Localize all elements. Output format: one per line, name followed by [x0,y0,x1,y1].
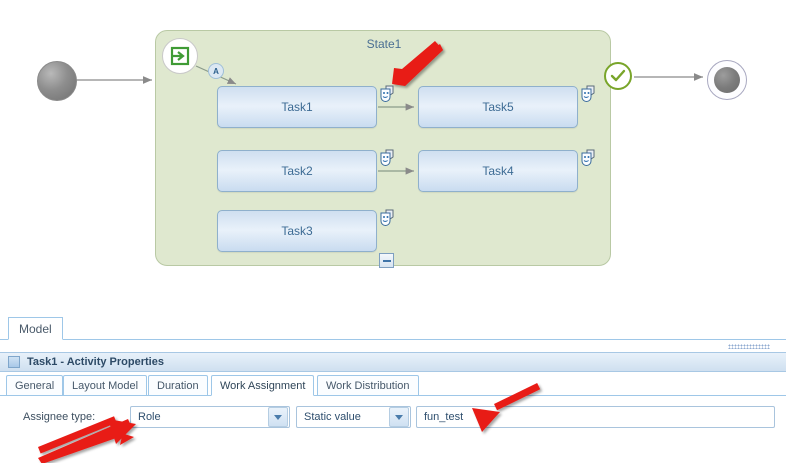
task-node-task1[interactable]: Task1 [217,86,377,128]
collapse-minus-button[interactable] [379,253,394,268]
model-tab-bar: Model [0,316,786,340]
task-label: Task3 [281,224,313,238]
assignee-type-dropdown[interactable]: Role [130,406,290,428]
properties-tab-strip: General Layout Model Duration Work Assig… [0,374,786,396]
work-assignment-form-row: Assignee type: Role Static value fun_tes… [0,406,786,430]
tab-work-distribution[interactable]: Work Distribution [317,375,419,396]
end-node[interactable] [707,60,747,100]
tab-duration[interactable]: Duration [148,375,208,396]
tab-general[interactable]: General [6,375,64,396]
page-title: Task1 - Activity Properties [27,356,164,368]
properties-panel: Model Task1 - Activity Properties Genera… [0,296,786,463]
tab-model[interactable]: Model [8,317,63,340]
assignee-value-input[interactable]: fun_test [416,406,775,428]
theater-masks-icon[interactable] [580,148,598,166]
tab-work-assignment[interactable]: Work Assignment [211,375,315,396]
end-node-inner [714,67,740,93]
process-diagram-canvas[interactable]: State1 A Task1 Task5 Task2 Task4 Task3 [0,0,786,296]
theater-masks-icon[interactable] [379,84,397,102]
task-node-task2[interactable]: Task2 [217,150,377,192]
theater-masks-icon[interactable] [580,84,598,102]
tab-layout-model[interactable]: Layout Model [63,375,148,396]
assignee-value-text: fun_test [424,411,464,423]
panel-resize-grip[interactable] [728,344,770,349]
activity-icon [8,356,20,368]
theater-masks-icon[interactable] [379,208,397,226]
task-node-task5[interactable]: Task5 [418,86,578,128]
task-label: Task5 [482,100,514,114]
state-title: State1 [366,37,402,51]
task-label: Task2 [281,164,313,178]
assignee-type-label: Assignee type: [23,411,96,423]
entry-arrow-icon[interactable] [162,38,198,74]
task-node-task3[interactable]: Task3 [217,210,377,252]
check-circle-icon[interactable] [604,62,632,90]
panel-title-bar: Task1 - Activity Properties [0,352,786,372]
value-mode-value: Static value [304,411,361,423]
transition-badge-a[interactable]: A [208,63,224,79]
chevron-down-icon[interactable] [389,407,409,427]
task-label: Task4 [482,164,514,178]
assignee-type-value: Role [138,411,161,423]
task-label: Task1 [281,100,313,114]
chevron-down-icon[interactable] [268,407,288,427]
task-node-task4[interactable]: Task4 [418,150,578,192]
theater-masks-icon[interactable] [379,148,397,166]
minus-icon [382,259,391,262]
value-mode-dropdown[interactable]: Static value [296,406,411,428]
start-node[interactable] [37,61,77,101]
